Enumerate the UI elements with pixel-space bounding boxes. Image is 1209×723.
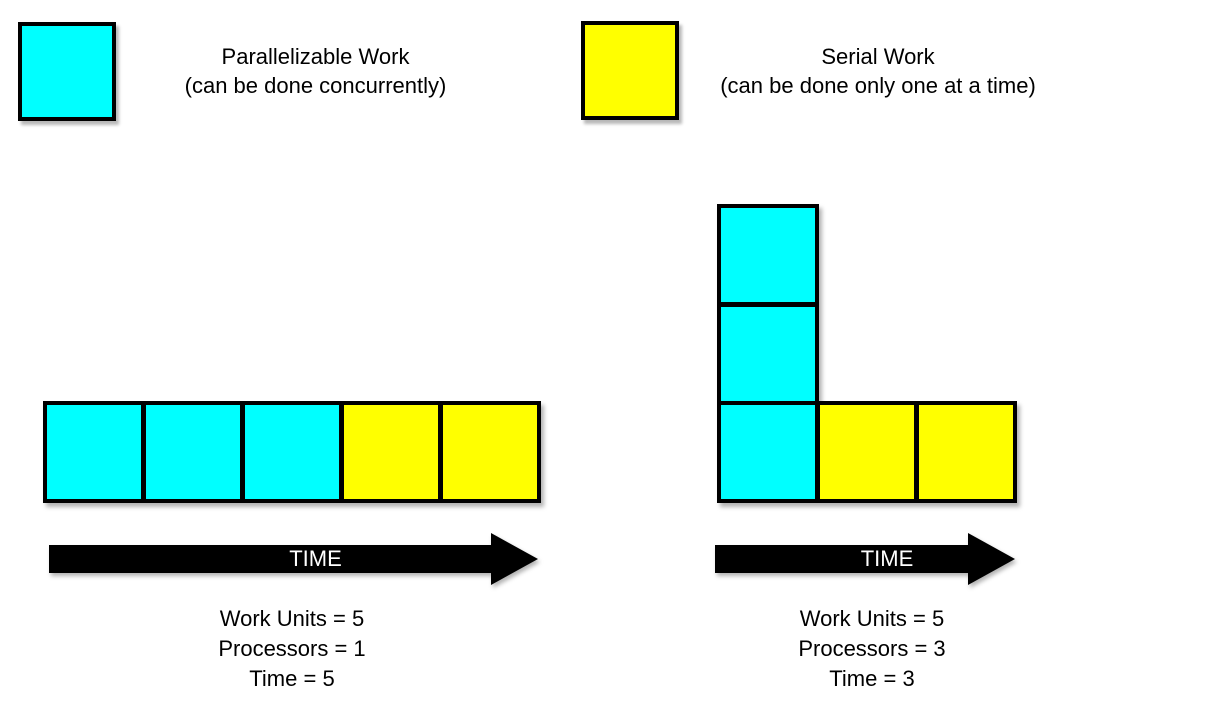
right-arrow-icon — [49, 533, 538, 585]
parallelizable-legend: Parallelizable Work (can be done concurr… — [118, 42, 513, 100]
stat-time: Time = 3 — [829, 666, 915, 691]
work-unit-parallelizable — [717, 204, 819, 306]
work-unit-serial — [915, 401, 1017, 503]
work-unit-parallelizable — [241, 401, 343, 503]
parallelizable-legend-subtitle: (can be done concurrently) — [184, 73, 447, 98]
work-unit-serial — [439, 401, 541, 503]
serial-legend-subtitle: (can be done only one at a time) — [720, 73, 1036, 98]
one-processor-stats: Work Units = 5 Processors = 1 Time = 5 — [92, 604, 492, 694]
work-unit-serial — [816, 401, 918, 503]
parallelizable-swatch-icon — [18, 22, 116, 121]
time-arrow-one-processor: TIME — [49, 533, 538, 585]
work-unit-parallelizable — [717, 302, 819, 405]
serial-legend: Serial Work (can be done only one at a t… — [683, 42, 1073, 100]
time-arrow-label: TIME — [289, 546, 342, 571]
time-arrow-label: TIME — [860, 546, 914, 571]
stat-work-units: Work Units = 5 — [799, 606, 945, 631]
stat-time: Time = 5 — [249, 666, 335, 691]
right-arrow-icon — [715, 533, 1015, 585]
serial-swatch-icon — [581, 21, 679, 120]
stat-work-units: Work Units = 5 — [219, 606, 365, 631]
work-unit-parallelizable — [717, 401, 819, 503]
time-arrow-three-processors: TIME — [715, 533, 1015, 585]
serial-legend-title: Serial Work — [821, 44, 935, 69]
stat-processors: Processors = 1 — [218, 636, 366, 661]
stat-processors: Processors = 3 — [798, 636, 946, 661]
parallelizable-legend-title: Parallelizable Work — [221, 44, 410, 69]
three-processors-stats: Work Units = 5 Processors = 3 Time = 3 — [672, 604, 1072, 694]
